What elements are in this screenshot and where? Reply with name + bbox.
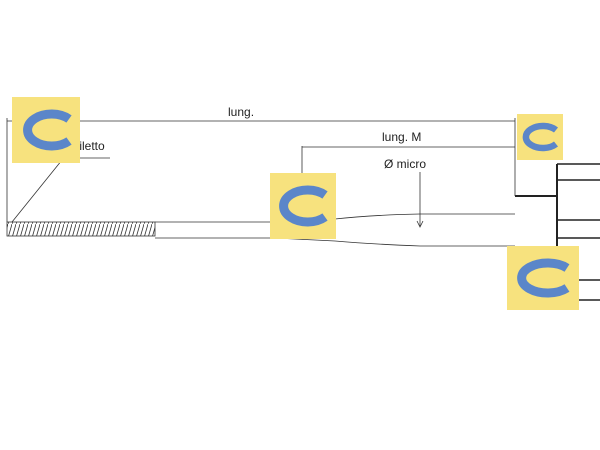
micro-length-label: lung. M	[382, 130, 422, 144]
knob-body	[557, 163, 600, 301]
total-length-label: lung.	[228, 105, 255, 119]
taper-top-edge	[274, 213, 515, 223]
c-logo-icon	[507, 246, 579, 310]
micro-diameter-arrow	[416, 220, 424, 228]
c-logo-icon	[12, 97, 80, 163]
thread-section	[6, 221, 156, 237]
micro-diameter-label: Ø micro	[384, 157, 426, 171]
c-logo-icon	[270, 173, 336, 239]
taper-bottom-edge	[274, 237, 515, 247]
thread-leader-line	[11, 159, 63, 223]
c-logo-icon	[517, 114, 563, 160]
thread-label: filetto	[76, 139, 105, 153]
